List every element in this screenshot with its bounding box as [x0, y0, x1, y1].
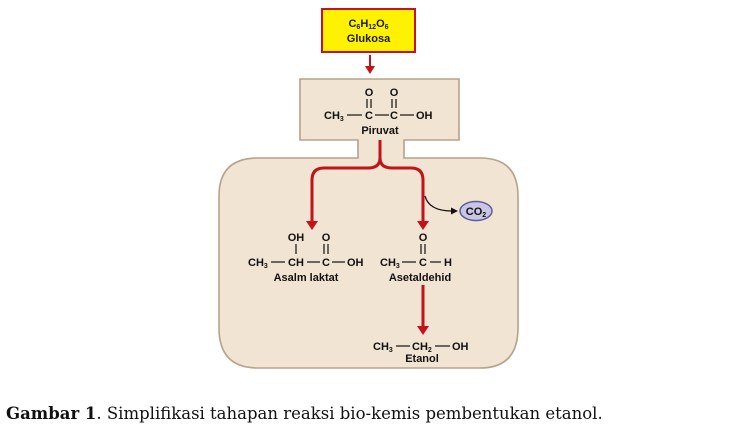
- ethanol-oh: OH: [452, 341, 469, 353]
- glucose-name: Glukosa: [347, 33, 391, 45]
- lactic-oh-top: OH: [288, 232, 305, 244]
- lactic-o-top: O: [322, 232, 331, 244]
- glucose-box: C6H12O6 Glukosa: [321, 8, 416, 53]
- co2-badge: CO2: [459, 200, 493, 222]
- arrowheads: [306, 66, 429, 335]
- cell-panel: [218, 78, 519, 369]
- pyruvate-structure: O O CH3 C C OH Piruvat: [324, 87, 433, 137]
- ethanol-name: Etanol: [405, 353, 439, 365]
- co2-arrowhead: [451, 207, 458, 215]
- acetaldehyde-c: C: [419, 257, 427, 269]
- lactic-oh: OH: [347, 257, 364, 269]
- arrowhead-ethanol: [417, 326, 429, 335]
- pyruvate-o2: O: [390, 87, 399, 99]
- acetaldehyde-name: Asetaldehid: [389, 272, 451, 284]
- lactic-ch3: CH3: [248, 257, 268, 270]
- arrowhead-lactic: [306, 221, 318, 230]
- arrowhead-acetaldehyde: [417, 221, 429, 230]
- pyruvate-o1: O: [365, 87, 374, 99]
- pyruvate-c2: C: [390, 110, 398, 122]
- acetaldehyde-h: H: [444, 257, 452, 269]
- glucose-formula: C6H12O6: [348, 18, 388, 31]
- pyruvate-c1: C: [365, 110, 373, 122]
- lactic-c: C: [322, 257, 330, 269]
- lactic-acid-structure: OH O CH3 CH C OH Asalm laktat: [248, 232, 364, 284]
- figure-caption: Gambar 1. Simplifikasi tahapan reaksi bi…: [6, 404, 734, 423]
- pyruvate-oh: OH: [416, 110, 433, 122]
- acetaldehyde-ch3: CH3: [380, 257, 400, 270]
- arrows: [310, 55, 425, 327]
- acetaldehyde-structure: O CH3 C H Asetaldehid: [380, 232, 452, 284]
- ethanol-ch3: CH3: [373, 341, 393, 354]
- lactic-ch: CH: [288, 257, 304, 269]
- acetaldehyde-o-top: O: [419, 232, 428, 244]
- co2-label: CO2: [466, 206, 487, 219]
- ethanol-structure: CH3 CH2 OH Etanol: [373, 341, 469, 365]
- co2-release-arrow: [424, 195, 453, 212]
- caption-prefix: Gambar 1: [6, 404, 97, 423]
- arrow-to-acetaldehyde: [378, 140, 425, 222]
- caption-text: . Simplifikasi tahapan reaksi bio-kemis …: [96, 404, 603, 423]
- lactic-name: Asalm laktat: [274, 272, 339, 284]
- arrowhead-pyruvate: [365, 66, 375, 74]
- pyruvate-ch3: CH3: [324, 110, 344, 123]
- pyruvate-name: Piruvat: [361, 125, 399, 137]
- ethanol-ch2: CH2: [412, 341, 432, 354]
